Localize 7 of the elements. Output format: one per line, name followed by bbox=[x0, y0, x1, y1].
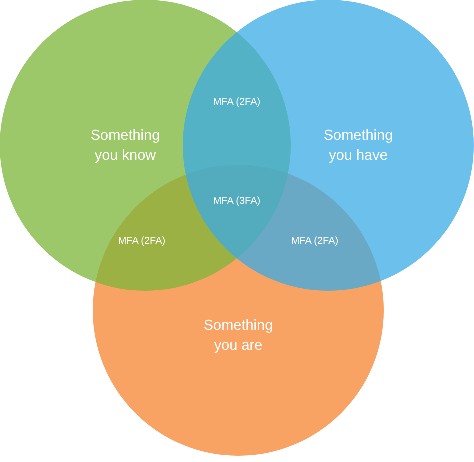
circle-label: Something you have bbox=[322, 126, 394, 166]
overlap-label: MFA (2FA) bbox=[291, 236, 339, 248]
overlap-label: MFA (2FA) bbox=[213, 97, 261, 109]
overlap-label: MFA (3FA) bbox=[213, 196, 261, 208]
circle-label: Something you are bbox=[202, 316, 274, 356]
circle-label: Something you know bbox=[90, 126, 162, 166]
overlap-label: MFA (2FA) bbox=[118, 236, 166, 248]
